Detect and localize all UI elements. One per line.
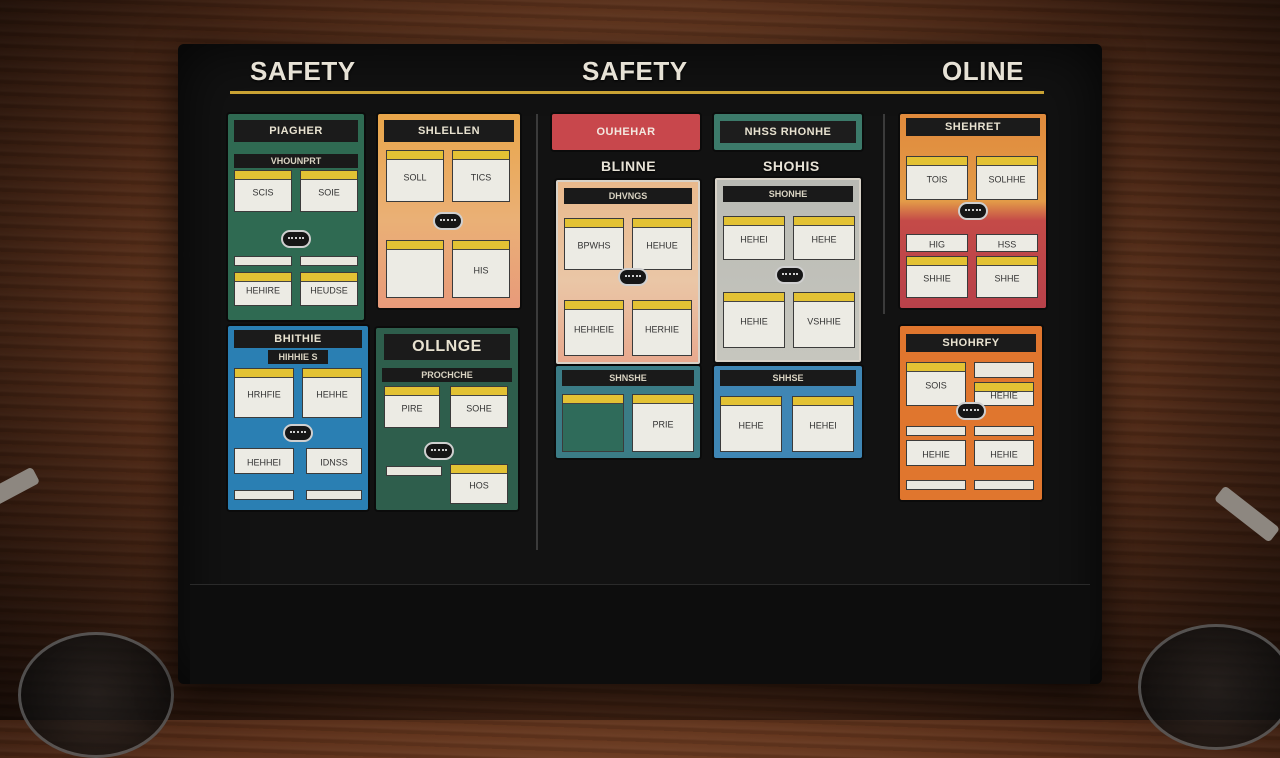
header-center: SAFETY	[582, 56, 688, 86]
tag-label: NHSS RHONHE	[720, 121, 856, 143]
divider-left	[536, 114, 538, 550]
strip	[234, 490, 294, 500]
strip	[306, 490, 362, 500]
panel-red-right: SHEHRET TOIS SOLHHE HIG HSS SHHIE SHHE	[900, 114, 1046, 308]
panel-teal-center: SHNSHE PRIE	[556, 366, 700, 458]
tag-teal: NHSS RHONHE	[714, 114, 862, 150]
panel-title: PIAGHER	[234, 120, 358, 142]
card[interactable]: HEHIE	[723, 292, 785, 348]
card[interactable]: HEHIE	[974, 382, 1034, 406]
glass-right	[1138, 624, 1280, 750]
card[interactable]: HEHUE	[632, 218, 692, 270]
tag-red: OUHEHAR	[552, 114, 700, 150]
panel-title: BHITHIE	[234, 330, 362, 348]
panel-orange-right: SHOHRFY SOIS HEHIE HEHIE HEHIE	[900, 326, 1042, 500]
card[interactable]: SHHIE	[906, 256, 968, 298]
safety-board: SAFETY SAFETY OLINE PIAGHER VHOUNPRT SCI…	[178, 44, 1102, 684]
card[interactable]: HIS	[452, 240, 510, 298]
panel-subtitle: SHONHE	[723, 186, 853, 202]
panel-blue-bottom: BHITHIE HIHHIE S HRHFIE HEHHE HEHHEI IDN…	[228, 326, 368, 510]
panel-green-top: PIAGHER VHOUNPRT SCIS SOIE HEHIRE HEUDSE	[228, 114, 364, 320]
card[interactable]	[386, 240, 444, 298]
card[interactable]: BPWHS	[564, 218, 624, 270]
strip	[300, 256, 358, 266]
card[interactable]: TICS	[452, 150, 510, 202]
card[interactable]: SOHE	[450, 386, 508, 428]
panel-peach-center: DHVNGS BPWHS HEHUE HEHHEIE HERHIE	[556, 180, 700, 364]
strip	[906, 426, 966, 436]
glass-left	[18, 632, 174, 758]
panel-darkgreen-bottom: OLLNGE PROCHCHE PIRE SOHE HOS	[376, 328, 518, 510]
strip	[386, 466, 442, 476]
card[interactable]: PIRE	[384, 386, 440, 428]
panel-subtitle: SHNSHE	[562, 370, 694, 386]
strip	[974, 480, 1034, 490]
knob-icon[interactable]	[775, 266, 805, 284]
strip	[906, 480, 966, 490]
strip	[974, 426, 1034, 436]
card[interactable]: SOIS	[906, 362, 966, 406]
knob-icon[interactable]	[618, 268, 648, 286]
card[interactable]: TOIS	[906, 156, 968, 200]
strip	[974, 362, 1034, 378]
binder-clip-left	[0, 466, 41, 516]
card[interactable]: HEHEI	[792, 396, 854, 452]
card[interactable]: HERHIE	[632, 300, 692, 356]
header-right: OLINE	[942, 56, 1024, 86]
header-rule	[230, 91, 1044, 94]
column-title: SHOHIS	[763, 158, 820, 174]
card[interactable]: HEUDSE	[300, 272, 358, 306]
divider-right	[883, 114, 885, 314]
knob-icon[interactable]	[283, 424, 313, 442]
card[interactable]: SOIE	[300, 170, 358, 212]
card[interactable]: SOLL	[386, 150, 444, 202]
card[interactable]: HSS	[976, 234, 1038, 252]
panel-subtitle: SHHSE	[720, 370, 856, 386]
card[interactable]	[562, 394, 624, 452]
card[interactable]: HIG	[906, 234, 968, 252]
card[interactable]: HEHE	[793, 216, 855, 260]
card[interactable]: HEHIRE	[234, 272, 292, 306]
card[interactable]: PRIE	[632, 394, 694, 452]
header-left: SAFETY	[250, 56, 356, 86]
panel-grey-center: SHONHE HEHEI HEHE HEHIE VSHHIE	[715, 178, 861, 362]
panel-title: SHOHRFY	[906, 334, 1036, 352]
card[interactable]: HEHHE	[302, 368, 362, 418]
tag-label: OUHEHAR	[596, 126, 656, 138]
knob-icon[interactable]	[956, 402, 986, 420]
card[interactable]: SOLHHE	[976, 156, 1038, 200]
knob-icon[interactable]	[433, 212, 463, 230]
card[interactable]: HEHE	[720, 396, 782, 452]
card[interactable]: SCIS	[234, 170, 292, 212]
card[interactable]: HEHIE	[906, 440, 966, 466]
strip	[234, 256, 292, 266]
card[interactable]: HEHHEIE	[564, 300, 624, 356]
panel-subtitle: DHVNGS	[564, 188, 692, 204]
card[interactable]: SHHE	[976, 256, 1038, 298]
card[interactable]: HEHEI	[723, 216, 785, 260]
knob-icon[interactable]	[281, 230, 311, 248]
panel-blue-center: SHHSE HEHE HEHEI	[714, 366, 862, 458]
card[interactable]: HEHIE	[974, 440, 1034, 466]
card[interactable]: HOS	[450, 464, 508, 504]
knob-icon[interactable]	[958, 202, 988, 220]
knob-icon[interactable]	[424, 442, 454, 460]
panel-subtitle: HIHHIE S	[268, 350, 328, 364]
card[interactable]: VSHHIE	[793, 292, 855, 348]
card[interactable]: HRHFIE	[234, 368, 294, 418]
panel-subtitle: VHOUNPRT	[234, 154, 358, 168]
card[interactable]: IDNSS	[306, 448, 362, 474]
column-title: BLINNE	[601, 158, 657, 174]
panel-subtitle: PROCHCHE	[382, 368, 512, 382]
board-lower-shelf	[190, 584, 1090, 684]
panel-orange-top: SHLELLEN SOLL TICS HIS	[378, 114, 520, 308]
card[interactable]: HEHHEI	[234, 448, 294, 474]
panel-title: OLLNGE	[384, 334, 510, 360]
binder-clip-right	[1213, 485, 1280, 543]
panel-title: SHLELLEN	[384, 120, 514, 142]
panel-title: SHEHRET	[906, 118, 1040, 136]
